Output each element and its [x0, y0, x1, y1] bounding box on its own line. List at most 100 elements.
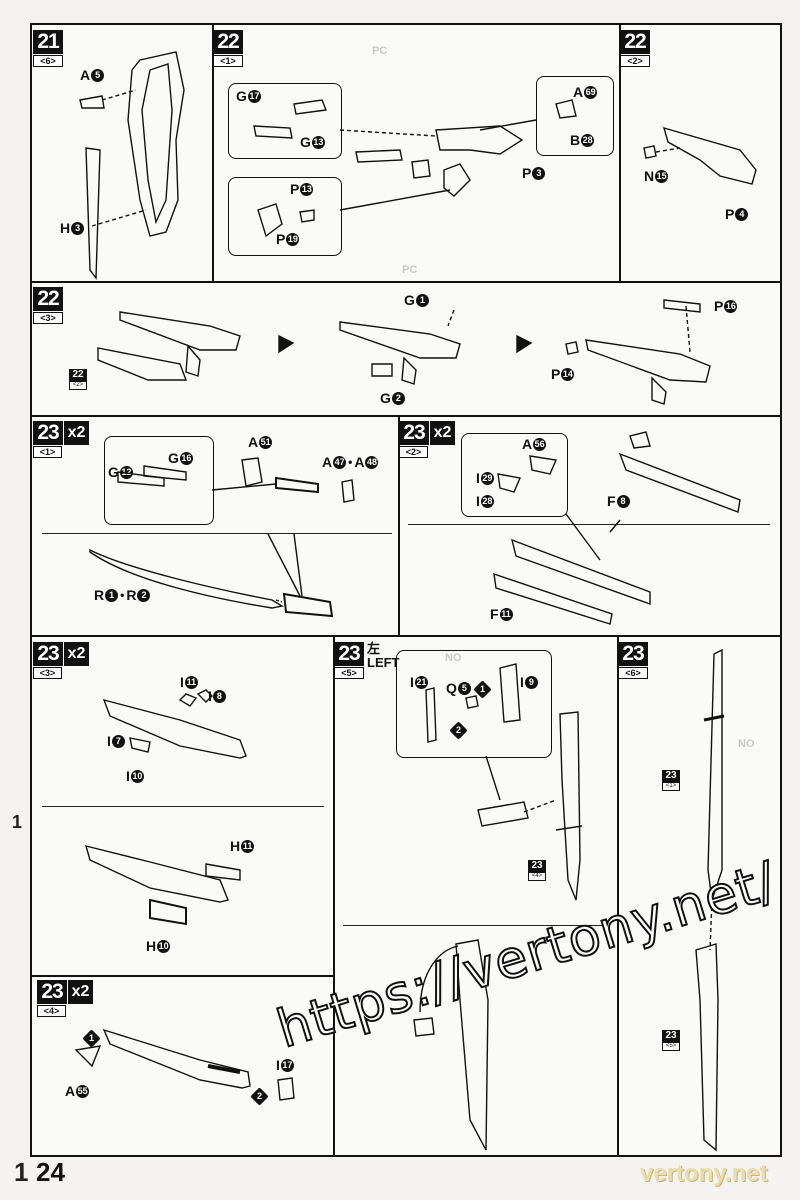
- sub-divider: [343, 925, 609, 926]
- ghost-print: NO: [738, 738, 755, 750]
- step-tag-22-2: 22 <2>: [620, 30, 650, 67]
- detail-callout: [228, 177, 342, 256]
- step-number: 22: [213, 30, 243, 54]
- page-number: 24: [36, 1157, 65, 1187]
- step-tag-22-3: 22 <3>: [33, 287, 63, 324]
- step-number: 21: [33, 30, 63, 54]
- row-divider: [30, 975, 335, 977]
- ref-tag-23-4: 23<4>: [528, 860, 546, 881]
- row-divider: [30, 415, 780, 417]
- ghost-print: PC: [402, 264, 418, 276]
- step-sub: <6>: [33, 55, 63, 67]
- step-sub: <1>: [33, 446, 62, 458]
- step-sub: <3>: [33, 312, 63, 324]
- ghost-print: NO: [445, 652, 462, 664]
- left-edge-fragment: 1: [12, 812, 23, 832]
- step-multiplier: x2: [68, 980, 93, 1004]
- step-number: 23: [334, 642, 364, 666]
- step-sub: <2>: [620, 55, 650, 67]
- col-divider: [619, 23, 621, 283]
- watermark-brand: vertony.net: [640, 1160, 768, 1187]
- step-tag-23-6: 23 <6>: [618, 642, 648, 679]
- step-number: 23: [37, 980, 67, 1004]
- step-tag-21-6: 21 <6>: [33, 30, 63, 67]
- sub-divider: [42, 533, 392, 534]
- detail-callout: [536, 76, 614, 156]
- step-number: 23: [618, 642, 648, 666]
- col-divider: [333, 635, 335, 1155]
- row-divider: [30, 635, 780, 637]
- bottom-left-edge-fragment: 1: [14, 1157, 29, 1187]
- col-divider: [617, 635, 619, 1155]
- step-number: 23: [33, 421, 63, 445]
- step-multiplier: x2: [430, 421, 455, 445]
- sub-divider: [408, 524, 770, 525]
- order-marker-1: 1: [82, 1029, 101, 1048]
- ghost-print: PC: [372, 45, 388, 57]
- step-multiplier: x2: [64, 642, 89, 666]
- step-number: 23: [399, 421, 429, 445]
- order-marker-2: 2: [250, 1087, 269, 1106]
- step-number: 22: [620, 30, 650, 54]
- detail-callout: [228, 83, 342, 159]
- step-sub: <4>: [37, 1005, 66, 1017]
- ref-tag-23-5: 23<5>: [662, 1030, 680, 1051]
- sub-divider: [42, 806, 324, 807]
- ref-tag-22-2: 22<2>: [69, 369, 87, 390]
- step-sub: <6>: [618, 667, 648, 679]
- step-sub: <1>: [213, 55, 243, 67]
- col-divider: [212, 23, 214, 283]
- step-sub: <5>: [334, 667, 364, 679]
- step-sub: <2>: [399, 446, 428, 458]
- step-sub: <3>: [33, 667, 62, 679]
- detail-callout: [104, 436, 214, 525]
- col-divider: [398, 415, 400, 637]
- step-number: 22: [33, 287, 63, 311]
- left-kanji: 左: [367, 641, 381, 656]
- row-divider: [30, 281, 780, 283]
- left-text: LEFT: [367, 655, 400, 670]
- order-marker-1: 1: [473, 680, 492, 699]
- detail-callout: [396, 650, 552, 758]
- detail-callout: [461, 433, 568, 517]
